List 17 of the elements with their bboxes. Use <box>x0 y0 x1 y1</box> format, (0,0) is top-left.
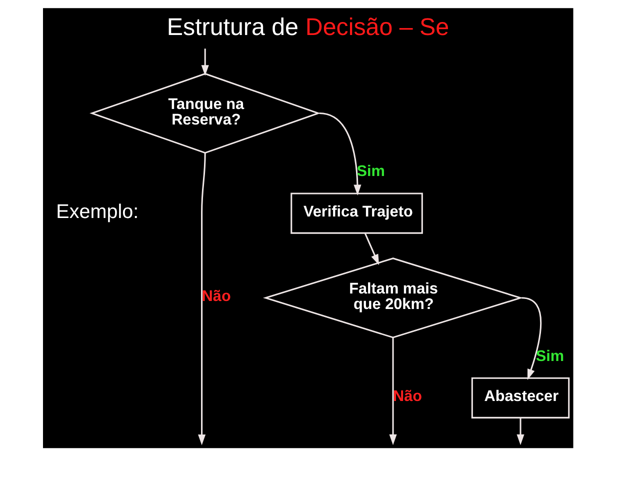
diagram-title: Estrutura de Decisão – Se <box>166 14 450 42</box>
label: Exemplo: <box>56 201 139 224</box>
edge-label: Não <box>202 288 231 305</box>
node-diamond: Faltam mais que 20km? <box>262 258 524 338</box>
node-box: Verifica Trajeto <box>290 192 423 234</box>
edge-label: Sim <box>536 348 564 365</box>
arrow <box>389 337 397 446</box>
edge-label: Sim <box>356 163 385 180</box>
arrow <box>522 297 542 380</box>
arrow <box>201 48 209 76</box>
node-diamond: Tanque na Reserva? <box>90 72 321 154</box>
node-box: Abastecer <box>471 377 570 418</box>
arrow <box>198 152 206 446</box>
edge-label: Não <box>393 388 422 405</box>
arrow <box>516 418 524 446</box>
arrow <box>319 112 362 196</box>
arrow <box>364 232 380 266</box>
